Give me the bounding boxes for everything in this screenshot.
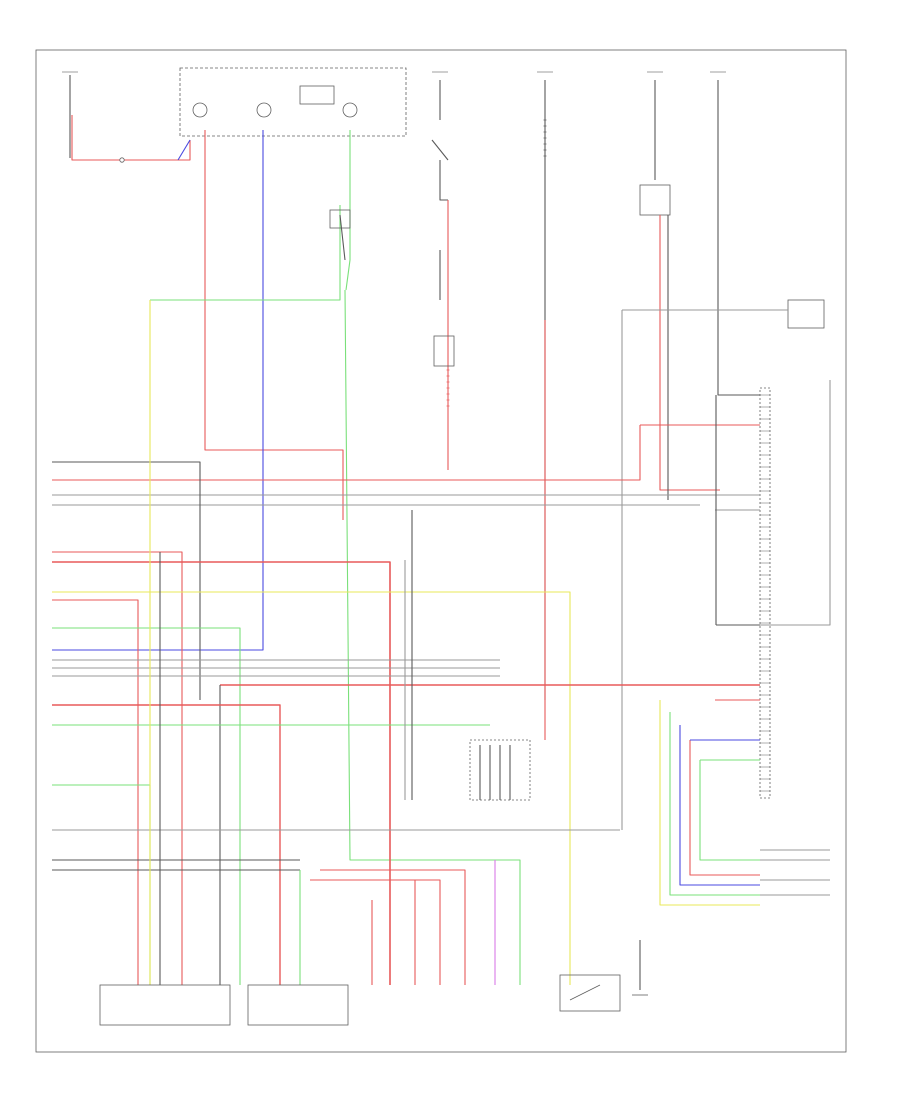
wire-right-red [689,740,760,876]
traction-switch-contact [569,984,601,1001]
wire-cluster-black-drop [339,214,346,261]
throttle-connector-box [787,299,825,329]
wire-hot-run-blue-tie [177,139,191,161]
diagram-frame [35,49,847,1053]
wire-cluster-green-top [345,130,351,291]
wire-abs-red-1 [310,879,441,985]
wire-fuse2-mid [439,160,448,201]
fuse2-relay [433,335,455,367]
wire-fuse4-red [659,215,720,491]
wire-horiz-green-1 [52,627,241,985]
wire-hot-run-red [71,115,191,161]
wire-right-yellow [659,700,760,906]
dimmer-switch [329,209,351,229]
wire-horiz-green-3 [52,784,151,985]
wire-horiz-black-1 [52,461,201,700]
wire-right-green-2 [699,760,760,861]
engine-control-module-box [99,984,231,1026]
tcs-control-module-box [759,387,771,799]
wire-green-branch [150,205,341,301]
cluster-module [299,85,335,105]
center-relay-box-box [247,984,349,1026]
wire-horiz-red-5 [52,704,281,985]
wire-cluster-green-main [344,289,521,985]
wire-cluster-red-1 [204,130,344,520]
wire-fuse5-main [717,80,760,396]
wire-horiz-yellow [52,591,571,985]
splice-hot-run [119,157,125,163]
instrument-cluster-box [179,67,407,137]
cluster-lamp-3 [342,102,358,118]
switch-fuse2 [431,139,449,161]
cluster-lamp-1 [192,102,208,118]
wire-right-blue [679,725,760,886]
traction-control-switch-box [559,974,621,1012]
wire-horiz-red-1 [52,425,641,481]
wire-cluster-blue [52,130,264,651]
wire-right-gray-loop [760,380,831,626]
wire-horiz-red-2 [52,561,391,985]
wire-abs-red-2 [320,869,466,985]
wire-horiz-red-pink [52,551,183,985]
cluster-lamp-2 [256,102,272,118]
fuse4-relay [639,184,671,216]
wire-right-green [669,712,760,896]
wire-horiz-red-3 [52,599,139,985]
